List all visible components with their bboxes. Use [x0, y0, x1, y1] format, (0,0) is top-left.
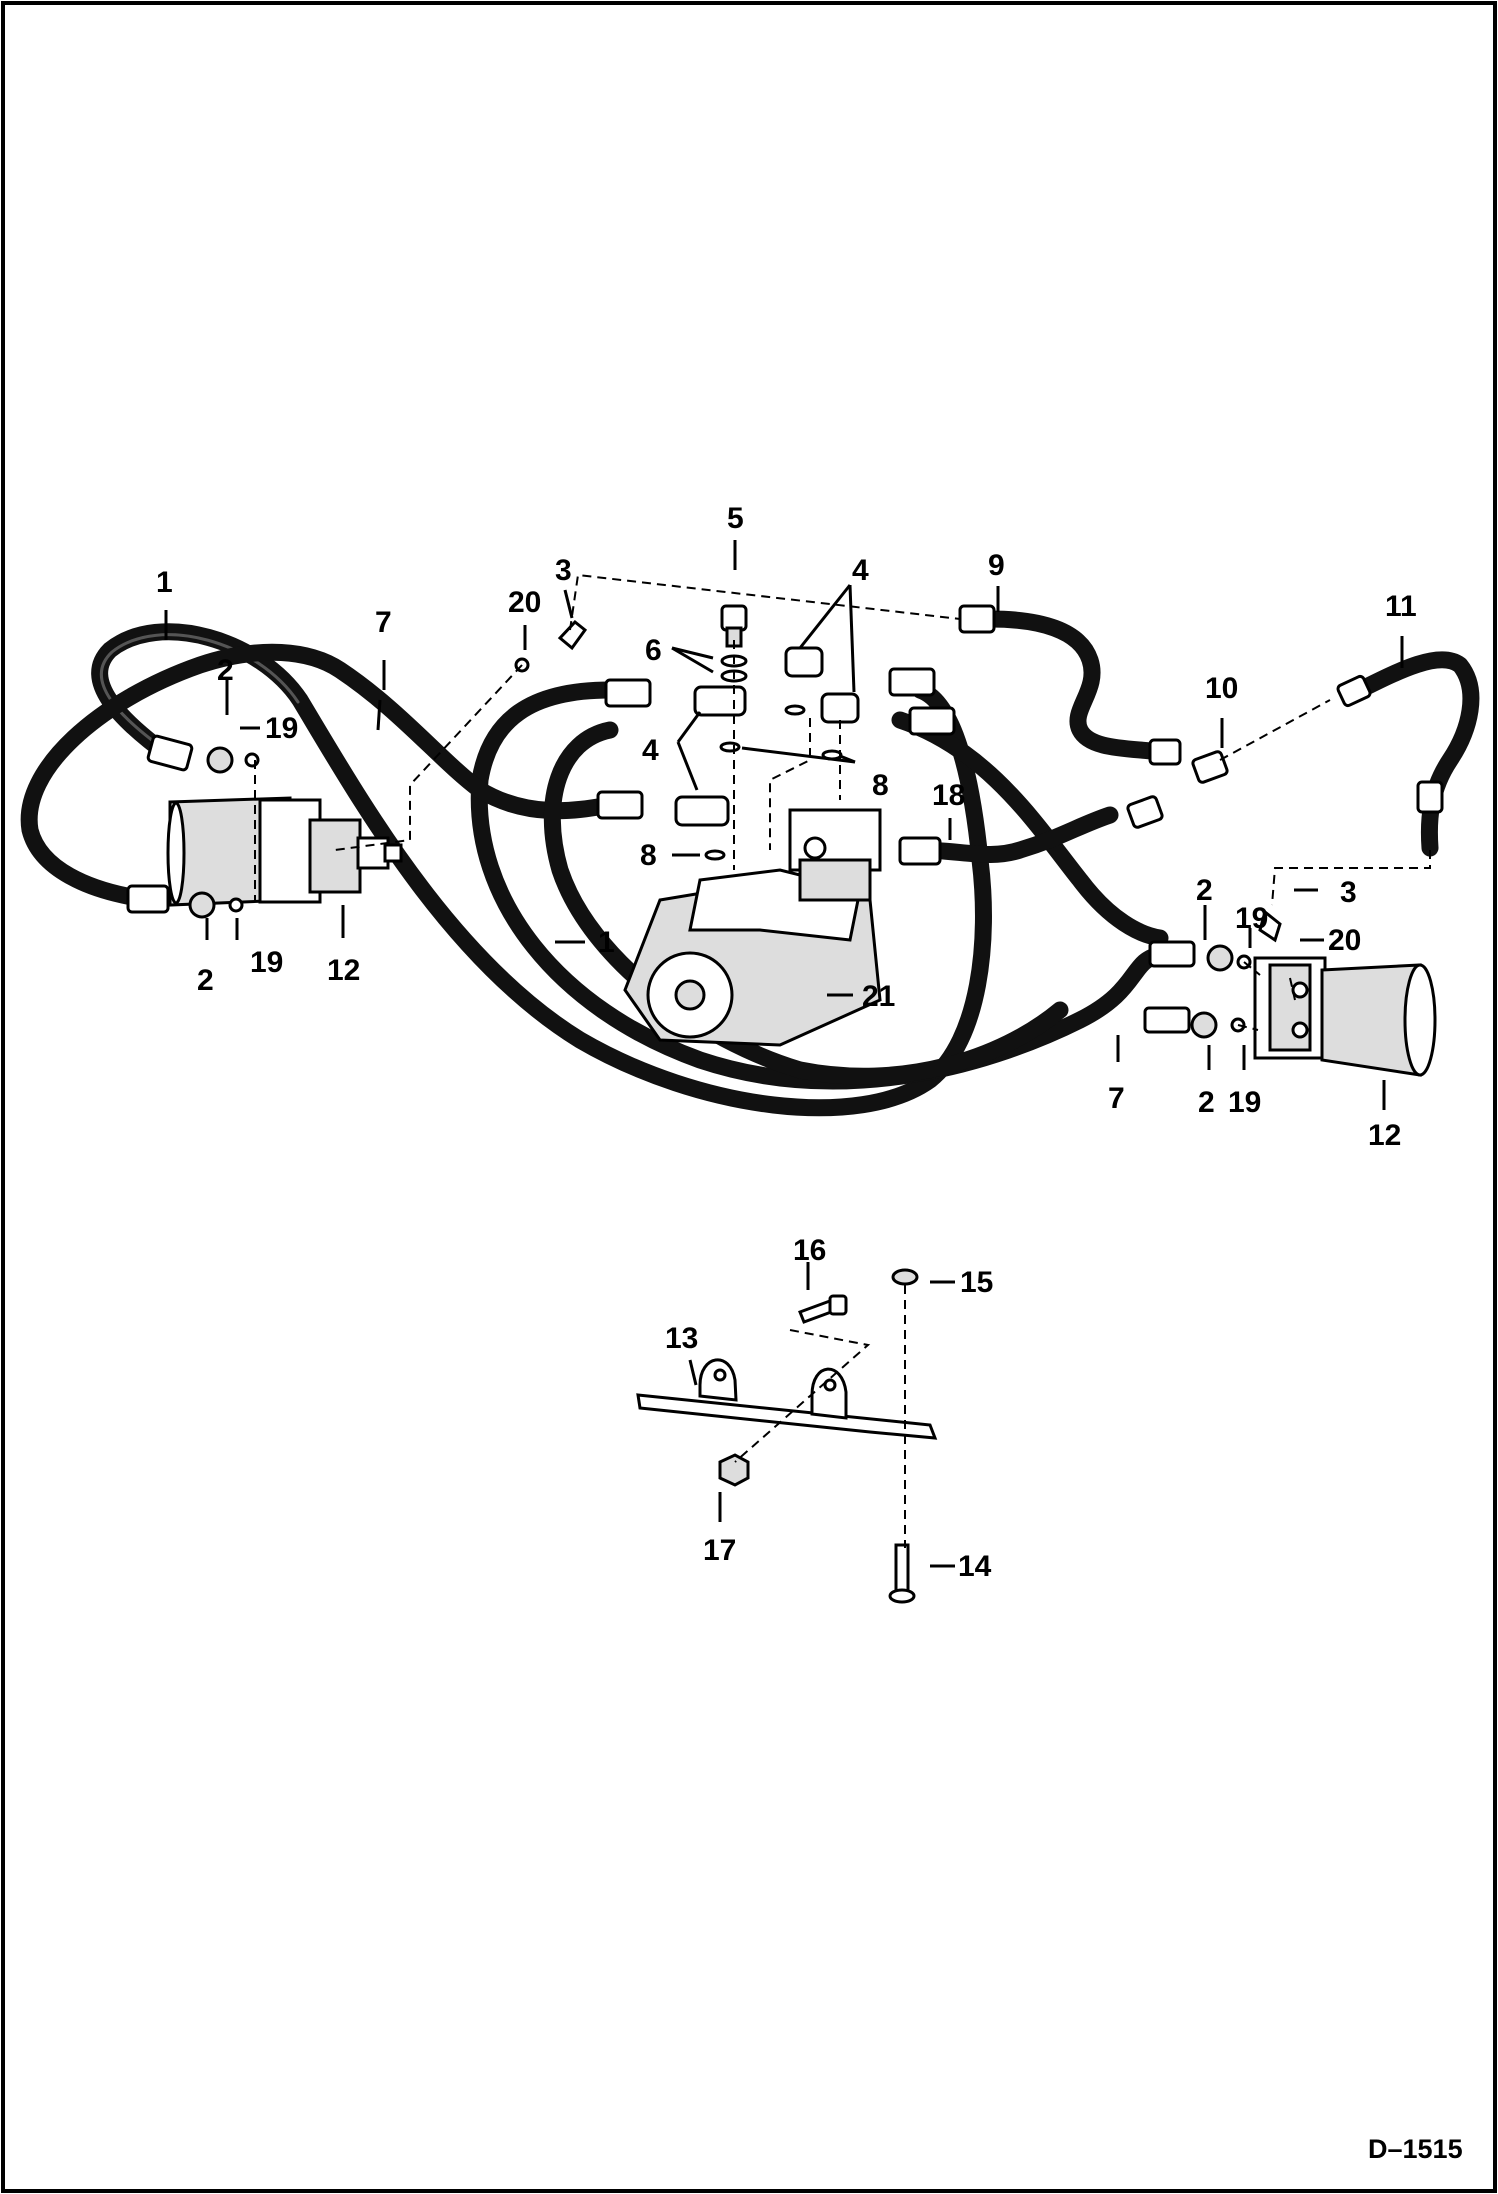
- callout-19: 19: [265, 712, 298, 745]
- motor-right: [1253, 956, 1437, 1077]
- hose-assembly-7-left: [20, 643, 619, 907]
- fittings-right: [1190, 944, 1252, 1039]
- callout-21: 21: [862, 980, 895, 1013]
- callout-7: 7: [1108, 1082, 1125, 1115]
- callout-19: 19: [1228, 1086, 1261, 1119]
- callout-2: 2: [197, 964, 214, 997]
- callout-2: 2: [1198, 1086, 1215, 1119]
- hose-assembly-9: [981, 610, 1169, 761]
- callout-7: 7: [375, 606, 392, 639]
- callout-10: 10: [1205, 672, 1238, 705]
- callout-2: 2: [217, 654, 234, 687]
- callout-11: 11: [1385, 590, 1417, 623]
- pump: [623, 808, 882, 1047]
- callout-17: 17: [703, 1534, 736, 1567]
- motor-left: [166, 796, 403, 907]
- callout-14: 14: [958, 1550, 992, 1583]
- hose-assembly-11: [1351, 651, 1480, 857]
- callout-labels: 1 1 2 2 2 2 3 3 4 4 5 6 7 7 8 8 9 10 11 …: [156, 502, 1417, 1583]
- figure-id: D–1515: [1368, 2134, 1463, 2164]
- callout-8: 8: [640, 839, 657, 872]
- callout-1: 1: [598, 926, 615, 959]
- callout-19: 19: [1235, 902, 1268, 935]
- callout-8: 8: [872, 769, 889, 802]
- bracket-assembly: [636, 1268, 938, 1604]
- callout-20: 20: [508, 586, 541, 619]
- elbow-fittings: [514, 619, 1304, 979]
- callout-4: 4: [642, 734, 659, 767]
- fitting-10: [1191, 750, 1229, 784]
- callout-5: 5: [727, 502, 744, 535]
- callout-4: 4: [852, 554, 869, 587]
- callout-18: 18: [932, 779, 965, 812]
- callout-19: 19: [250, 946, 283, 979]
- callout-2: 2: [1196, 874, 1213, 907]
- callout-12: 12: [327, 954, 360, 987]
- callout-13: 13: [665, 1322, 698, 1355]
- hose-assembly-18: [911, 806, 1119, 863]
- center-fittings: [674, 604, 860, 861]
- callout-3: 3: [555, 554, 572, 587]
- dashed-lines: [254, 573, 1431, 1548]
- hose-assembly-7-right: [891, 711, 1169, 947]
- callout-20: 20: [1328, 924, 1361, 957]
- hose-fittings: [126, 604, 1444, 1034]
- fittings-left: [188, 746, 260, 919]
- callout-12: 12: [1368, 1119, 1401, 1152]
- callout-3: 3: [1340, 876, 1357, 909]
- callout-9: 9: [988, 549, 1005, 582]
- callout-1: 1: [156, 566, 173, 599]
- callout-15: 15: [960, 1266, 993, 1299]
- callout-6: 6: [645, 634, 662, 667]
- callout-16: 16: [793, 1234, 826, 1267]
- leader-lines: [164, 540, 1404, 1568]
- hose-assembly-1-right: [470, 681, 1169, 1090]
